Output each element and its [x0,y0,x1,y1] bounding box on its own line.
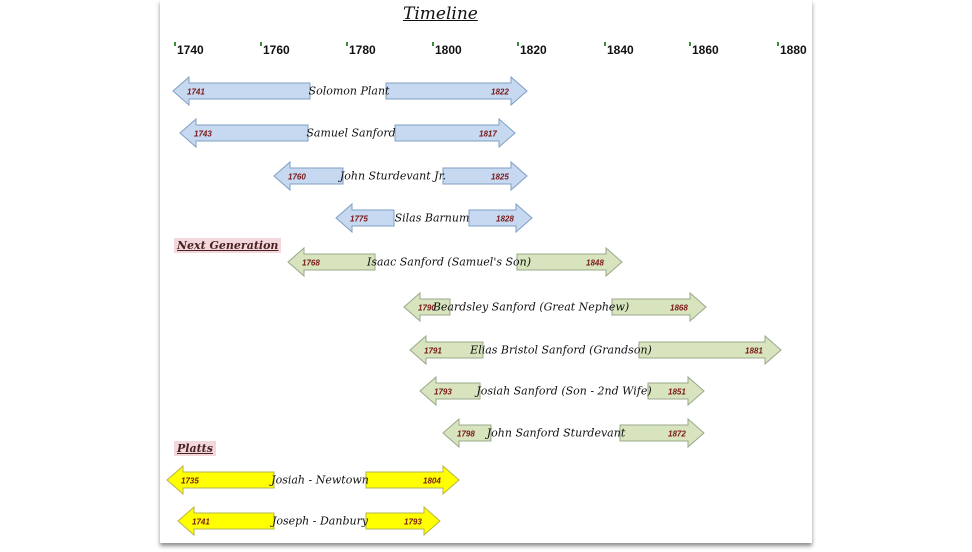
death-year: 1848 [586,258,604,268]
death-year: 1822 [491,87,509,97]
person-name: Samuel Sanford [306,126,396,140]
death-year: 1872 [668,429,686,439]
person-name: Elias Bristol Sanford (Grandson) [470,343,652,357]
birth-arrow [409,334,484,366]
birth-arrow [419,375,481,407]
person-name: Joseph - Danbury [271,514,369,528]
person-name: Beardsley Sanford (Great Nephew) [432,300,630,314]
death-arrow [365,464,460,496]
axis-tick-label: 1860 [689,42,719,57]
death-year: 1804 [423,476,441,486]
death-year: 1828 [496,214,514,224]
person-name: Josiah - Newtown [271,473,369,487]
death-arrow [365,505,441,537]
section-next-generation: Next Generation [174,238,282,253]
death-arrow [468,202,533,234]
birth-year: 1793 [434,387,452,397]
axis-tick-label: 1820 [517,42,547,57]
birth-arrow [273,160,344,192]
birth-year: 1741 [187,87,205,97]
death-arrow [638,334,782,366]
death-arrow [516,246,623,278]
death-arrow [647,375,705,407]
birth-arrow [287,246,376,278]
death-year: 1868 [670,303,688,313]
birth-arrow [172,75,311,107]
timeline-title: Timeline [403,4,478,24]
person-name: Josiah Sanford (Son - 2nd Wife) [476,384,652,398]
person-name: Isaac Sanford (Samuel's Son) [366,255,532,269]
axis-tick-label: 1880 [777,42,807,57]
birth-year: 1790 [418,303,436,313]
birth-arrow [177,505,275,537]
axis-tick-label: 1780 [346,42,376,57]
death-year: 1793 [404,517,422,527]
death-arrow [385,75,528,107]
death-year: 1825 [491,172,509,182]
section-platts: Platts [174,441,216,456]
death-arrow [394,117,516,149]
death-year: 1851 [668,387,686,397]
axis-tick-label: 1840 [604,42,634,57]
death-arrow [611,291,707,323]
person-name: Solomon Plant [308,84,390,98]
axis-tick-label: 1740 [174,42,204,57]
axis-tick-label: 1800 [432,42,462,57]
death-arrow [619,417,705,449]
death-year: 1881 [745,346,763,356]
birth-year: 1798 [457,429,475,439]
birth-arrow [335,202,395,234]
death-year: 1817 [479,129,497,139]
person-name: John Sturdevant Jr. [339,169,447,183]
birth-year: 1735 [181,476,199,486]
birth-year: 1768 [302,258,320,268]
birth-year: 1760 [288,172,306,182]
birth-year: 1791 [424,346,442,356]
person-name: John Sanford Sturdevant [486,426,626,440]
birth-arrow [442,417,492,449]
person-name: Silas Barnum [394,211,470,225]
birth-arrow [403,291,451,323]
birth-year: 1741 [192,517,210,527]
birth-arrow [166,464,275,496]
birth-arrow [179,117,309,149]
birth-year: 1775 [350,214,368,224]
axis-tick-label: 1760 [260,42,290,57]
birth-year: 1743 [194,129,212,139]
death-arrow [442,160,528,192]
